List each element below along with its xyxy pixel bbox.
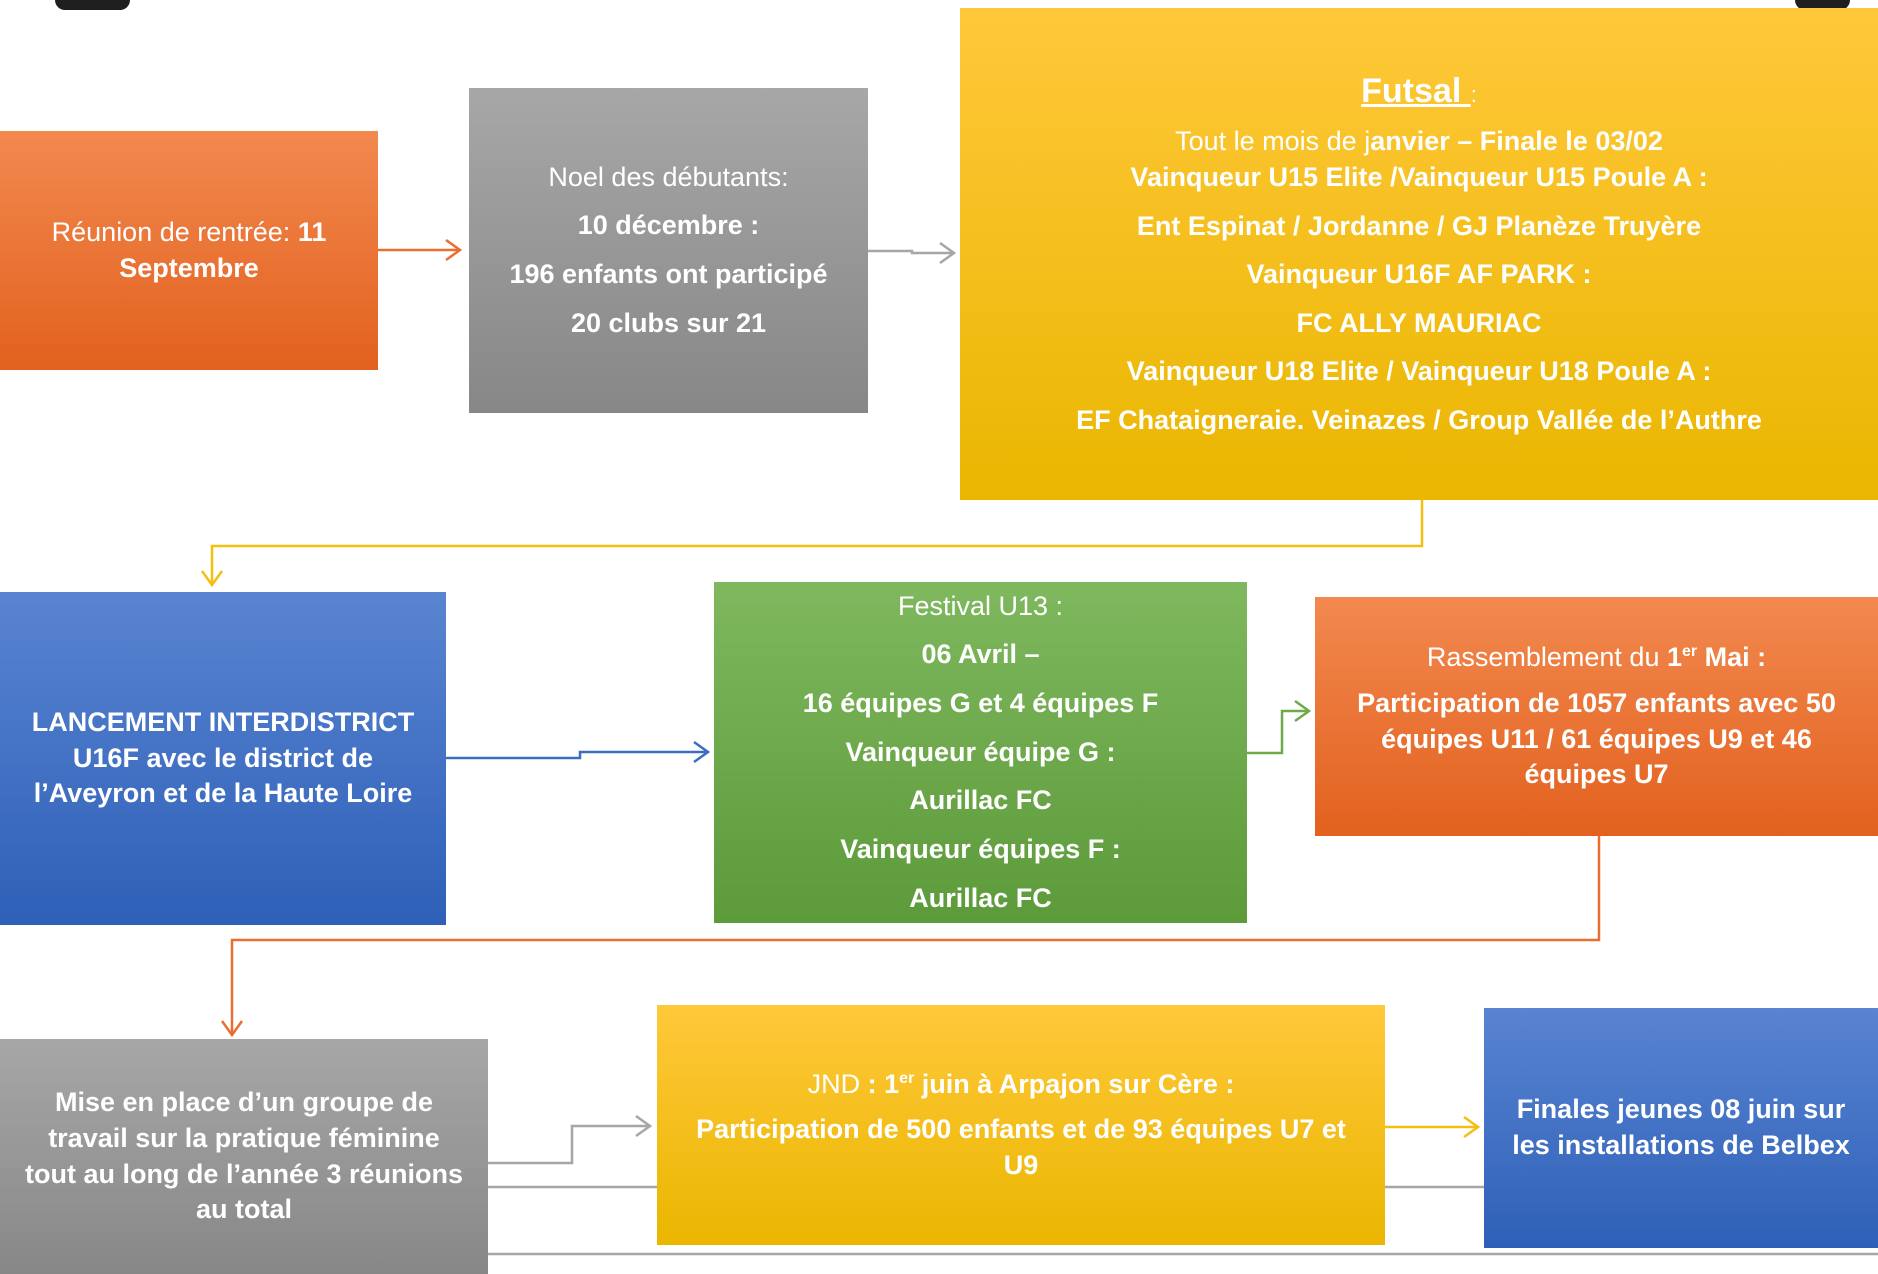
- arrowhead-futsal-lancement: [200, 570, 224, 588]
- finales-line1: Finales jeunes 08 juin sur: [1516, 1094, 1846, 1125]
- groupe-line1: Mise en place d’un groupe de: [54, 1087, 434, 1118]
- festival-line3: 16 équipes G et 4 équipes F: [802, 688, 1159, 719]
- jnd-prefix: JND: [807, 1068, 868, 1099]
- groupe-line2: travail sur la pratique féminine: [48, 1122, 440, 1153]
- reunion-text: Réunion de rentrée: 11 Septembre: [12, 215, 366, 286]
- reunion-date: 11 Septembre: [119, 216, 327, 283]
- arrowhead-rassemblement-groupe: [220, 1020, 244, 1038]
- arrowhead-reunion-noel: [445, 238, 463, 262]
- festival-line5: Aurillac FC: [909, 785, 1052, 816]
- arrowhead-noel-futsal: [939, 241, 957, 265]
- reunion-prefix: Réunion de rentrée:: [51, 216, 298, 247]
- futsal-line3: Ent Espinat / Jordanne / GJ Planèze Truy…: [1136, 210, 1702, 241]
- noel-line3: 196 enfants ont participé: [509, 259, 828, 289]
- lancement-line3: l’Aveyron et de la Haute Loire: [33, 778, 413, 809]
- futsal-line4: Vainqueur U16F AF PARK :: [1246, 259, 1592, 290]
- box-jnd: JND : 1er juin à Arpajon sur Cère : Part…: [657, 1005, 1385, 1245]
- jnd-num: 1: [884, 1068, 900, 1099]
- box-rassemblement-mai: Rassemblement du 1er Mai : Participation…: [1315, 597, 1878, 836]
- logo-right-partial: [1795, 0, 1850, 10]
- lancement-line2: U16F avec le district de: [72, 742, 374, 773]
- futsal-heading: Futsal :: [1361, 69, 1477, 114]
- box-lancement-interdistrict: LANCEMENT INTERDISTRICT U16F avec le dis…: [0, 592, 446, 925]
- rassemblement-line2: Participation de 1057 enfants avec 50: [1357, 687, 1836, 718]
- festival-line2: 06 Avril –: [921, 639, 1040, 670]
- connector-festival-rassemblement: [1247, 709, 1307, 755]
- futsal-line1-bold: anvier – Finale le 03/02: [1370, 126, 1663, 157]
- futsal-line7: EF Chataigneraie. Veinazes / Group Vallé…: [1076, 405, 1762, 435]
- connector-lancement-festival: [446, 750, 706, 760]
- rassemblement-prefix: Rassemblement du: [1426, 642, 1667, 673]
- groupe-line4: au total: [195, 1194, 292, 1225]
- finales-line2: les installations de Belbex: [1512, 1130, 1850, 1160]
- jnd-sup: er: [899, 1069, 915, 1087]
- noel-line1: Noel des débutants:: [548, 161, 789, 192]
- jnd-line2: Participation de 500 enfants et de 93 éq…: [696, 1114, 1346, 1145]
- rassemblement-line3: équipes U11 / 61 équipes U9 et 46: [1381, 723, 1812, 754]
- rassemblement-heading: Rassemblement du 1er Mai :: [1427, 640, 1766, 676]
- connector-groupe-jnd: [488, 1124, 648, 1165]
- futsal-title: Futsal: [1361, 72, 1471, 111]
- futsal-line1: Tout le mois de janvier – Finale le 03/0…: [1175, 124, 1663, 160]
- rassemblement-num: 1: [1666, 642, 1682, 673]
- box-reunion-rentree: Réunion de rentrée: 11 Septembre: [0, 131, 378, 370]
- connector-futsal-lancement: [210, 500, 1424, 583]
- box-festival-u13: Festival U13 : 06 Avril – 16 équipes G e…: [714, 582, 1247, 923]
- futsal-title-colon: :: [1470, 82, 1477, 108]
- logo-left-partial: [55, 0, 130, 10]
- connector-noel-futsal: [868, 249, 952, 255]
- festival-line7: Aurillac FC: [909, 882, 1052, 913]
- rassemblement-sup: er: [1682, 643, 1698, 661]
- jnd-line3: U9: [1003, 1149, 1039, 1180]
- festival-line6: Vainqueur équipes F :: [840, 833, 1121, 864]
- futsal-line1-normal: Tout le mois de j: [1175, 126, 1371, 157]
- box-futsal: Futsal : Tout le mois de janvier – Final…: [960, 8, 1878, 500]
- festival-line1: Festival U13 :: [897, 590, 1064, 621]
- festival-line4: Vainqueur équipe G :: [845, 736, 1116, 767]
- noel-line2: 10 décembre :: [577, 210, 760, 241]
- rassemblement-line4: équipes U7: [1524, 759, 1669, 790]
- connector-rassemblement-groupe: [230, 836, 1601, 1033]
- jnd-colon: :: [867, 1068, 885, 1099]
- jnd-bold: juin à Arpajon sur Cère :: [914, 1068, 1235, 1099]
- noel-line4: 20 clubs sur 21: [570, 307, 767, 338]
- groupe-line3: tout au long de l’année 3 réunions: [24, 1158, 464, 1189]
- futsal-line6: Vainqueur U18 Elite / Vainqueur U18 Poul…: [1126, 356, 1712, 387]
- futsal-line5: FC ALLY MAURIAC: [1296, 307, 1542, 338]
- rassemblement-bold: Mai :: [1697, 642, 1767, 673]
- box-finales-jeunes: Finales jeunes 08 juin sur les installat…: [1484, 1008, 1878, 1248]
- box-groupe-travail: Mise en place d’un groupe de travail sur…: [0, 1039, 488, 1274]
- box-noel-debutants: Noel des débutants: 10 décembre : 196 en…: [469, 88, 868, 413]
- arrowhead-festival-rassemblement: [1294, 699, 1312, 723]
- jnd-heading: JND : 1er juin à Arpajon sur Cère :: [808, 1067, 1235, 1103]
- lancement-line1: LANCEMENT INTERDISTRICT: [31, 707, 415, 738]
- arrowhead-groupe-jnd: [635, 1114, 653, 1138]
- arrowhead-lancement-festival: [693, 740, 711, 764]
- arrowhead-jnd-finales: [1463, 1115, 1481, 1139]
- futsal-line2: Vainqueur U15 Elite /Vainqueur U15 Poule…: [1130, 161, 1708, 192]
